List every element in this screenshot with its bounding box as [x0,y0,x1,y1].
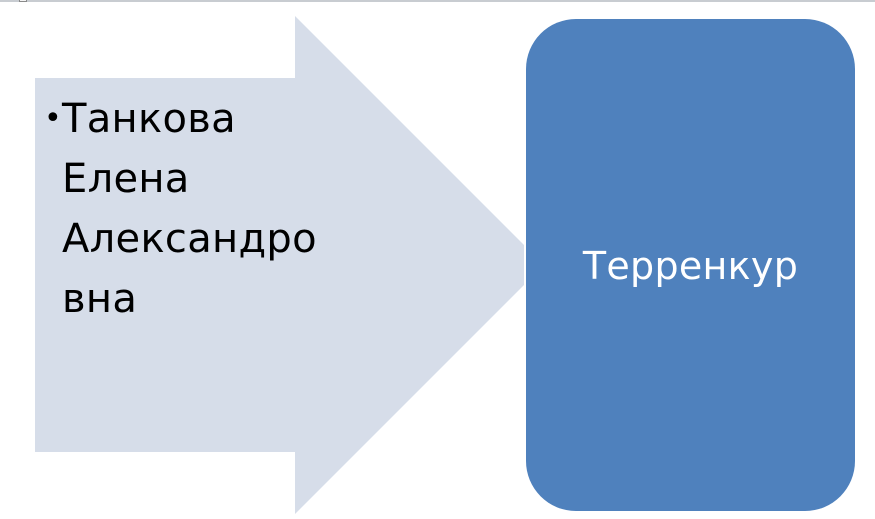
arrow-polygon [35,16,524,514]
arrow-text-line-1: •Танкова [44,89,344,149]
surname: Танкова [62,96,236,142]
rounded-target-box[interactable]: Терренкур [526,19,855,511]
patronymic-part-2: вна [62,276,138,322]
arrow-text-block: •Танкова Елена Александро вна [44,89,344,329]
target-label: Терренкур [582,243,799,288]
top-border-bar [0,0,875,2]
patronymic-part-1: Александро [62,216,317,262]
first-name: Елена [62,156,190,202]
resize-handle-icon[interactable] [19,0,27,2]
bullet-icon: • [44,101,62,136]
